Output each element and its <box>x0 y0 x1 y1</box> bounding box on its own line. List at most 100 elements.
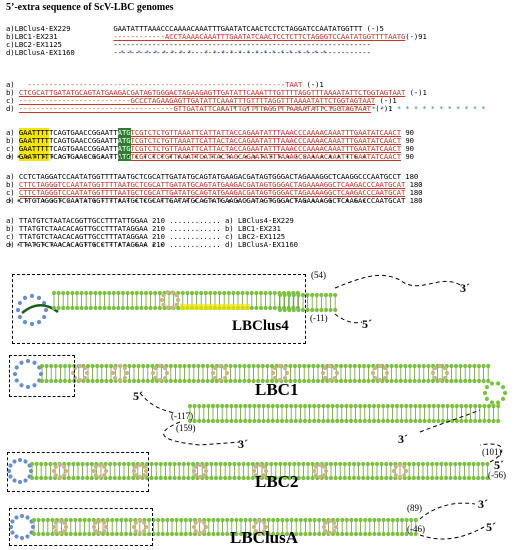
lbclusa-bulge <box>197 518 203 524</box>
lbc2-stem-strand <box>154 475 159 481</box>
lbc2-stem-strand <box>384 461 389 467</box>
lbclus4-stem-strand <box>97 290 103 296</box>
lbc2-stem-strand <box>370 461 375 467</box>
lbclus4-hairpin-loop <box>22 320 28 325</box>
lbc2-stem-strand <box>172 475 177 481</box>
lbc1-lower-stem-strand <box>459 403 464 409</box>
lbc2-bulge <box>397 474 403 480</box>
lbclusa-stem-strand <box>381 517 386 523</box>
lbclusa-bulge <box>323 520 328 525</box>
lbc1-stem-strand <box>53 378 58 384</box>
lbc1-stem-strand <box>168 363 173 369</box>
lbclus4-stem-strand <box>226 290 231 296</box>
lbc1-bulge <box>164 370 170 376</box>
lbc1-lower-stem-strand <box>381 418 386 424</box>
lbclus4-hairpin-loop <box>36 320 42 325</box>
lbc2-stem-strand <box>218 461 223 467</box>
lbc2-stem-strand <box>204 461 209 467</box>
lbclusa-bulge <box>323 529 328 534</box>
lbc1-stem-strand <box>177 363 183 369</box>
lbclusa-stem-strand <box>248 531 253 537</box>
lbclus4-stem-strand <box>102 305 107 311</box>
lbc2-stem-strand <box>420 475 426 481</box>
lbclus4-stem-b-strand <box>323 292 329 298</box>
lbclusa-stem-strand <box>73 517 78 523</box>
lbc1-bulge <box>282 375 288 381</box>
lbc1-stem-strand <box>366 378 371 384</box>
lbclusa-bulge <box>263 524 269 530</box>
lbc1-stem-strand <box>343 363 348 369</box>
lbc2-stem-strand <box>282 461 288 467</box>
lbc1-dash-5 <box>139 392 176 414</box>
lbclus4-arrow <box>21 304 59 314</box>
lbc1-lower-stem-strand <box>473 403 478 409</box>
lbclus4-stem-strand <box>189 290 195 296</box>
lbclusa-stem-strand <box>367 517 372 523</box>
lbclus4-internal-loop <box>170 290 175 295</box>
lbclusa-dash-3 <box>419 502 476 520</box>
lbclusa-stem-strand <box>110 517 115 523</box>
lbc2-stem-strand <box>167 475 173 481</box>
lbclusa-stem-strand <box>404 531 409 537</box>
lbclusa-stem-strand <box>280 531 285 537</box>
lbc1-bulge <box>377 377 383 383</box>
lbc1-stem-strand <box>53 363 58 369</box>
lbc1-lower-stem-strand <box>394 418 400 424</box>
lbclusa-stem-strand <box>206 517 211 523</box>
lbc1-lower-stem-strand <box>233 403 239 409</box>
lbc1-lower-stem-strand <box>335 418 340 424</box>
lbclusa-stem-strand <box>248 517 253 523</box>
lbc2-stem-strand <box>89 475 94 481</box>
lbclusa-stem-strand <box>344 517 349 523</box>
lbclusa-stem-strand <box>119 531 124 537</box>
lbc2-stem-strand <box>439 461 444 467</box>
lbclus4-stem-strand <box>61 290 66 296</box>
lbc1-lower-stem-strand <box>312 403 317 409</box>
lbclusa-stem-strand <box>275 531 280 537</box>
lbclusa-bulge <box>53 520 58 525</box>
lbc1-stem-strand <box>131 363 137 369</box>
lbc2-stem-strand <box>480 461 485 467</box>
lbc2-stem-strand <box>310 461 315 467</box>
lbc1-bulge <box>110 370 116 376</box>
lbc1-stem-strand <box>371 378 376 384</box>
lbc2-bulge <box>53 473 58 478</box>
lbc1-lower-stem-strand <box>431 418 436 424</box>
lbc2-box <box>7 452 149 492</box>
lbc2-stem-strand <box>439 475 444 481</box>
lbc1-stem-strand <box>187 378 192 384</box>
lbc2-bulge <box>323 468 329 474</box>
lbc2-stem-strand <box>163 461 168 467</box>
conservation-stars-1: * * * * * * * * * * * * * * * * * * * * … <box>120 49 327 57</box>
lbc2-bulge <box>51 468 57 474</box>
lbc2-bulge <box>97 474 103 480</box>
lbc1-stem-strand <box>467 378 472 384</box>
lbc1-lower-stem-strand <box>482 403 487 409</box>
lbc1-lower-stem-strand <box>307 403 312 409</box>
lbclus4-stem-strand <box>212 290 218 296</box>
lbc2-stem-strand <box>177 475 182 481</box>
lbclus4-stem-strand <box>272 305 277 311</box>
lbc1-3prime-b: 3´ <box>398 432 408 446</box>
lbclus4-stem-strand <box>249 290 254 296</box>
lbclusa-stem-strand <box>105 517 110 523</box>
lbclus4-stem-strand <box>153 305 158 311</box>
lbclusa-stem-strand <box>312 531 317 537</box>
lbclusa-stem-strand <box>358 531 363 537</box>
lbc1-lower-stem-strand <box>427 403 432 409</box>
lbclusa-stem-strand <box>340 517 345 523</box>
lbclus4-num-54: (54) <box>311 270 326 280</box>
alignment-block-2: a) -------------------------------------… <box>6 80 427 113</box>
lbc1-stem-strand <box>389 378 394 384</box>
lbc1-bulge <box>327 363 333 369</box>
lbc1-stem-strand <box>315 378 321 384</box>
lbc2-stem-strand <box>48 461 53 467</box>
lbc2-stem-strand <box>75 461 81 467</box>
lbclus4-stem-b-strand <box>323 307 329 313</box>
lbc1-lower-stem-strand <box>468 418 473 424</box>
lbclusa-bulge <box>133 520 138 525</box>
lbc1-lower-stem-strand <box>247 418 252 424</box>
lbc2-stem-strand <box>264 461 269 467</box>
lbc1-lower-stem-strand <box>376 403 381 409</box>
lbc2-stem-strand <box>172 461 177 467</box>
